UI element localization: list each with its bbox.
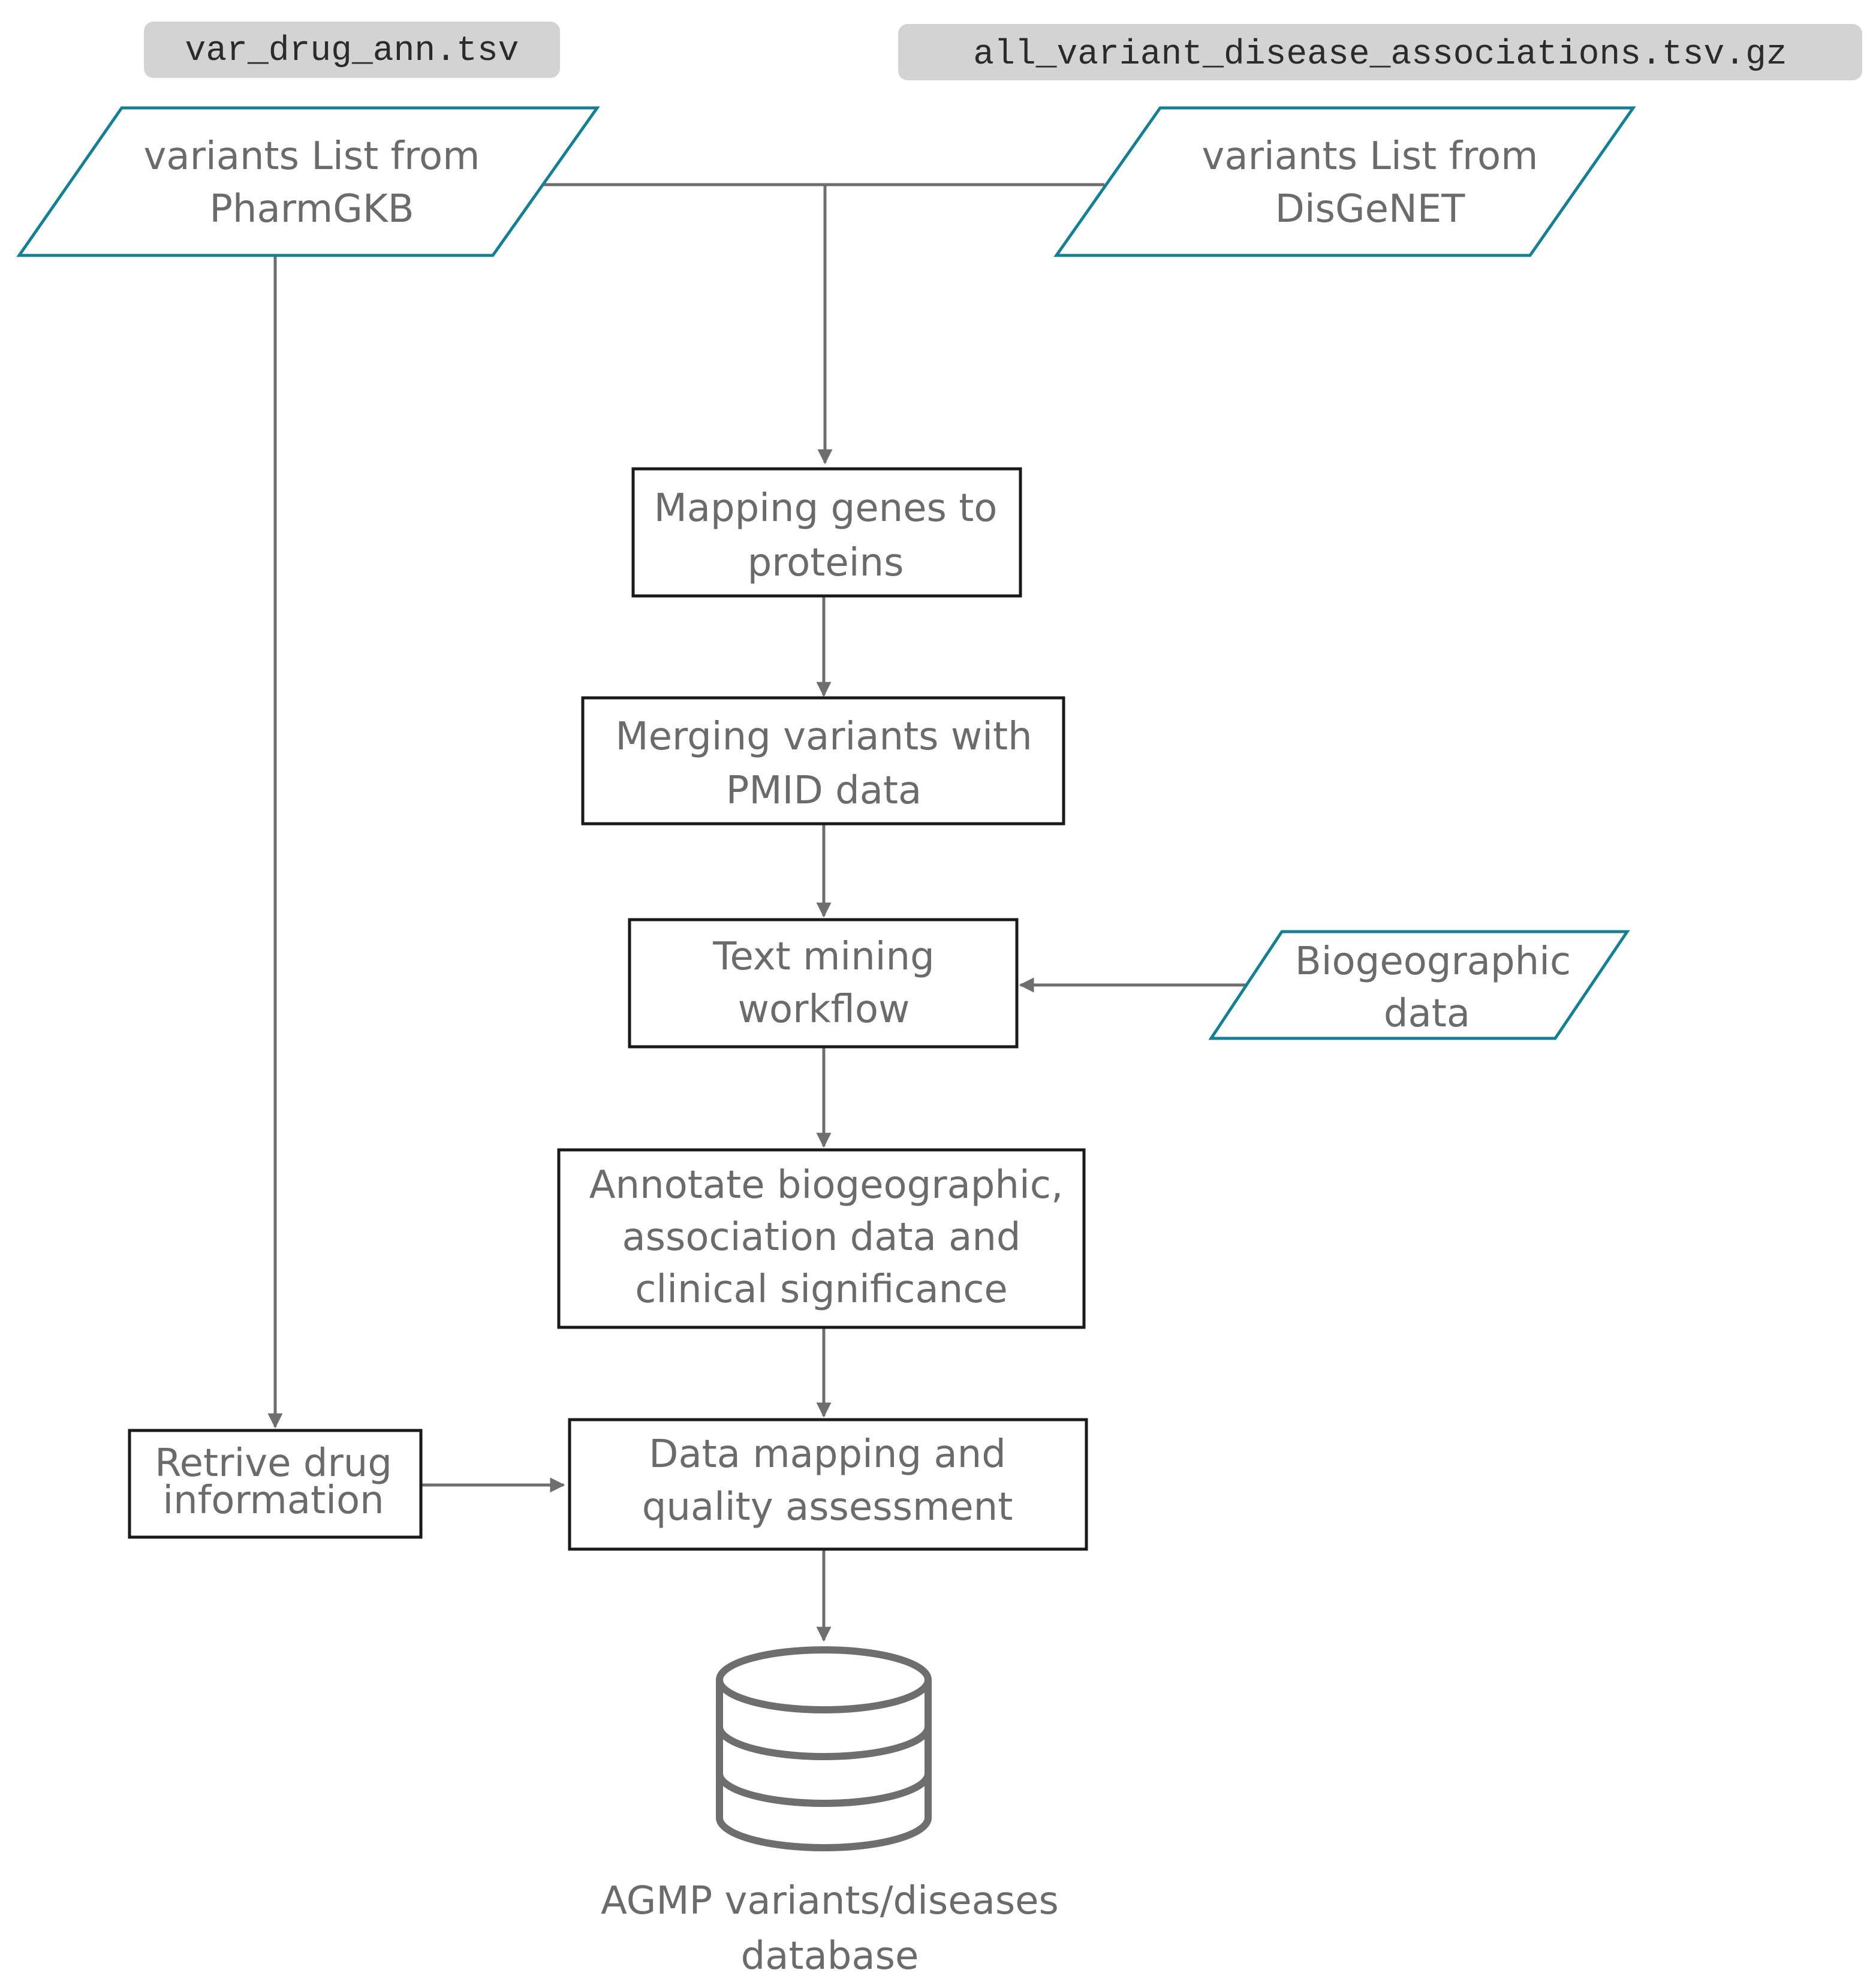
step-annotate-line1: Annotate biogeographic, <box>589 1163 1064 1207</box>
input-pharmgkb-line1: variants List from <box>144 134 480 179</box>
output-database-label: AGMP variants/diseases database <box>601 1879 1059 1978</box>
file-tag-disgenet-label: all_variant_disease_associations.tsv.gz <box>973 35 1787 74</box>
output-line1: AGMP variants/diseases <box>601 1879 1059 1923</box>
input-disgenet-line2: DisGeNET <box>1275 187 1466 231</box>
step-annotate-line2: association data and <box>622 1215 1020 1260</box>
output-line2: database <box>741 1934 919 1978</box>
step-retrieve-line1: Retrive drug <box>155 1441 392 1486</box>
input-pharmgkb-variants: variants List from PharmGKB <box>16 106 600 257</box>
step-datamapping-line2: quality assessment <box>642 1485 1013 1529</box>
input-biogeographic-line1: Biogeographic <box>1295 939 1571 984</box>
input-pharmgkb-line2: PharmGKB <box>209 187 414 231</box>
step-retrieve-drug-information: Retrive drug information <box>128 1429 423 1539</box>
file-tag-disgenet: all_variant_disease_associations.tsv.gz <box>898 24 1862 80</box>
database-icon <box>716 1646 932 1851</box>
file-tag-pharmgkb: var_drug_ann.tsv <box>144 22 560 78</box>
input-disgenet-line1: variants List from <box>1202 134 1538 179</box>
step-merging-line1: Merging variants with <box>615 715 1032 759</box>
step-merging-line2: PMID data <box>726 769 922 813</box>
input-biogeographic-data: Biogeographic data <box>1208 930 1630 1040</box>
connectors <box>267 183 1250 1642</box>
step-datamapping-line1: Data mapping and <box>649 1432 1006 1477</box>
step-textmining-line1: Text mining <box>712 935 934 979</box>
step-mapping-line2: proteins <box>748 541 904 585</box>
step-annotate-line3: clinical significance <box>635 1267 1008 1312</box>
file-tag-pharmgkb-label: var_drug_ann.tsv <box>185 32 519 71</box>
step-mapping-genes-to-proteins: Mapping genes to proteins <box>631 467 1022 598</box>
input-disgenet-variants: variants List from DisGeNET <box>1053 106 1636 257</box>
input-biogeographic-line2: data <box>1384 992 1470 1036</box>
step-text-mining-workflow: Text mining workflow <box>628 918 1019 1049</box>
step-annotate: Annotate biogeographic, association data… <box>557 1148 1086 1329</box>
step-merging-variants: Merging variants with PMID data <box>581 696 1065 826</box>
step-retrieve-line2: information <box>162 1478 384 1523</box>
step-textmining-line2: workflow <box>738 987 910 1032</box>
step-data-mapping-quality: Data mapping and quality assessment <box>568 1418 1088 1551</box>
step-mapping-line1: Mapping genes to <box>654 486 998 531</box>
